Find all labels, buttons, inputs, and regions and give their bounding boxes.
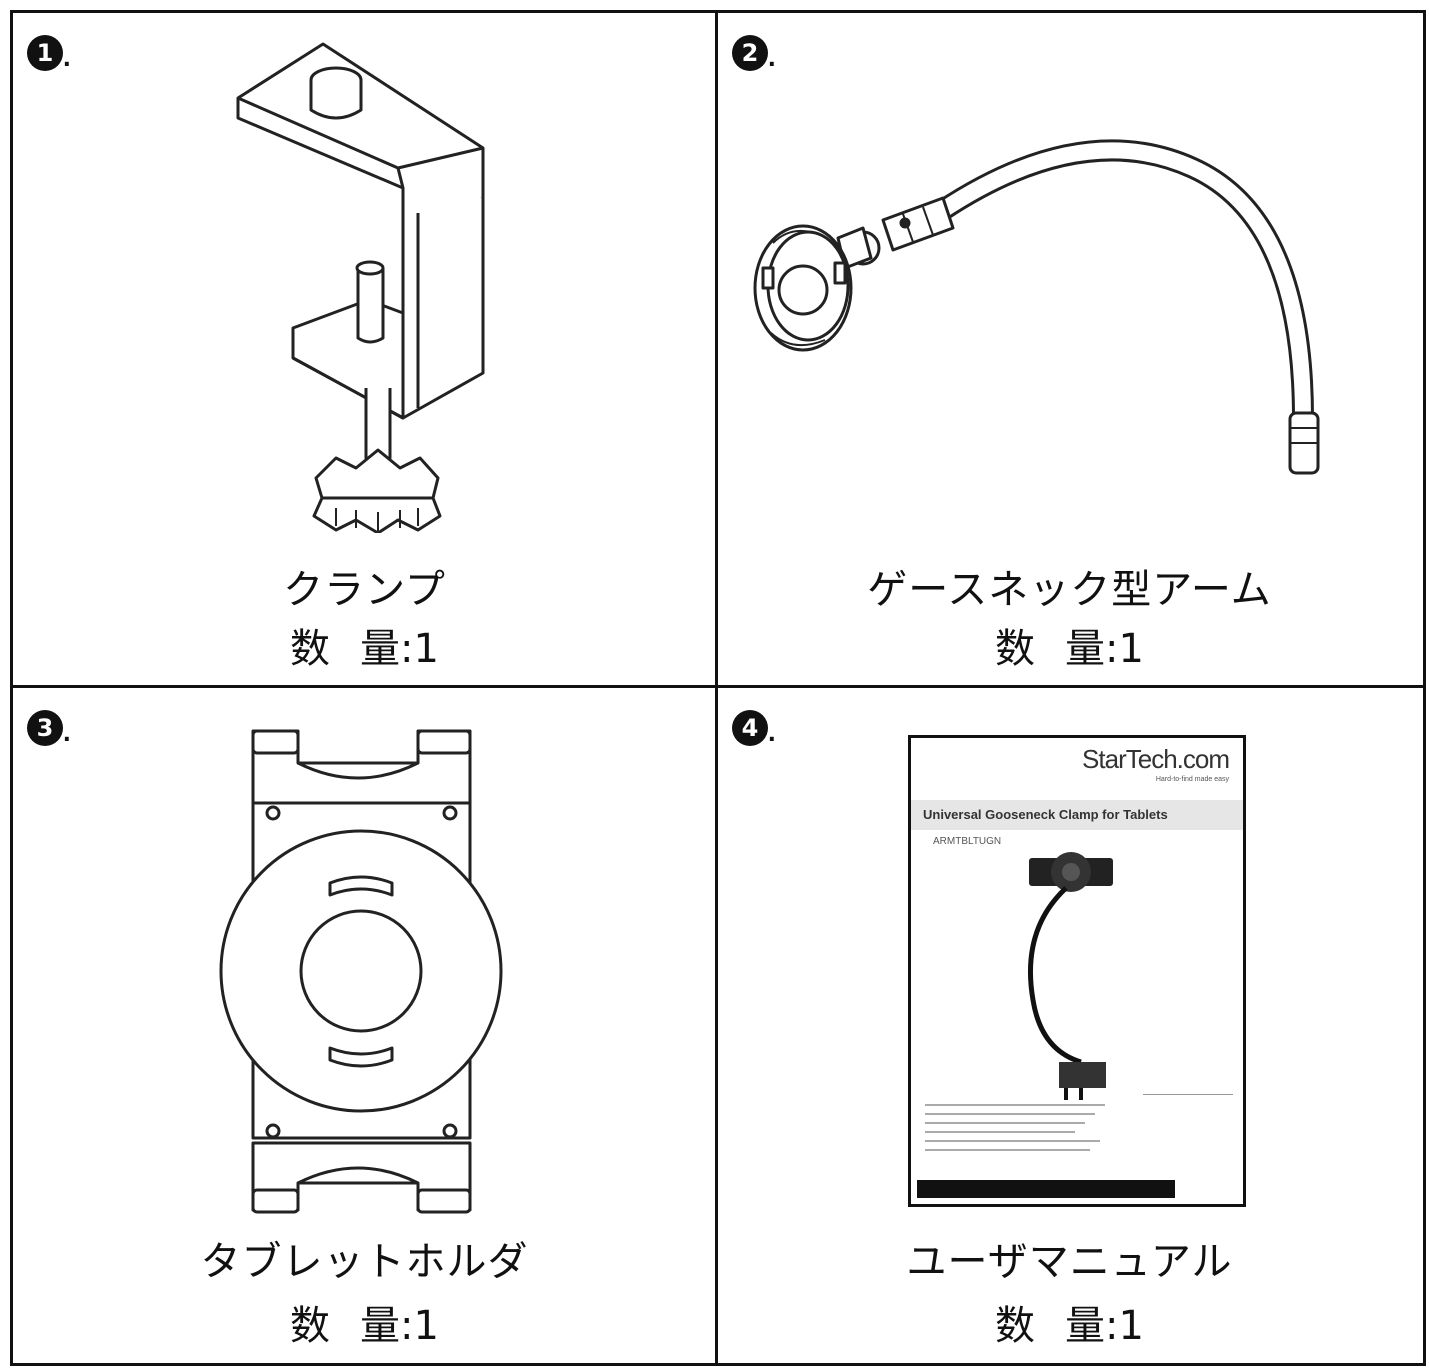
quantity-value: :1 [1105,1303,1144,1349]
manual-model: ARMTBLTUGN [933,836,1002,847]
part-cell-4: 4. StarTech.com Hard-to-find made easy U… [718,688,1421,1360]
part-name: タブレットホルダ [200,1239,529,1285]
part-number-badge: 4. [732,710,776,746]
part-cell-1: 1. クランプ 数量:1 [13,13,716,685]
quantity-label-a: 数 [290,626,331,672]
part-number-badge: 3. [27,710,71,746]
manual-title: Universal Gooseneck Clamp for Tablets [923,807,1168,822]
part-number-badge: 1. [27,35,71,71]
part-name: ユーザマニュアル [906,1239,1233,1285]
manual-footer-band [917,1180,1175,1198]
gooseneck-arm-icon [753,139,1320,475]
manual-brand: StarTech.com [1082,744,1230,774]
part-cell-2: 2. ゲースネック型アーム 数量:1 [718,13,1421,685]
part-number-badge: 2. [732,35,776,71]
quantity-label-b: 量 [1065,1303,1106,1349]
part-quantity: 数量:1 [13,625,716,673]
part-quantity: 数量:1 [718,1302,1421,1350]
gooseneck-clamp-photo-icon [1028,852,1113,1100]
quantity-label-b: 量 [360,626,401,672]
quantity-value: :1 [1105,626,1144,672]
part-number: 3 [36,714,54,742]
quantity-label-a: 数 [995,1303,1036,1349]
part-name: クランプ [283,567,446,613]
manual-title-band [911,800,1243,830]
part-quantity: 数量:1 [718,625,1421,673]
part-cell-3: 3. タブレットホルダ 数量:1 [13,688,716,1360]
part-number: 4 [741,714,759,742]
clamp-icon [236,42,485,533]
manual-tagline: Hard-to-find made easy [1155,776,1229,783]
manual-language-lines [925,1100,1115,1158]
grid-divider-horizontal [10,685,1426,688]
grid-divider-vertical [715,10,718,1366]
manual-rule [1143,1094,1233,1095]
user-manual-icon: StarTech.com Hard-to-find made easy Univ… [908,735,1246,1207]
quantity-label-b: 量 [1065,626,1106,672]
part-number: 2 [741,39,759,67]
quantity-label-a: 数 [995,626,1036,672]
quantity-value: :1 [400,1303,439,1349]
quantity-label-b: 量 [360,1303,401,1349]
quantity-label-a: 数 [290,1303,331,1349]
part-number: 1 [36,39,54,67]
part-quantity: 数量:1 [13,1302,716,1350]
parts-grid [10,10,1426,1366]
tablet-holder-icon [219,729,503,1214]
part-name: ゲースネック型アーム [867,567,1272,613]
quantity-value: :1 [400,626,439,672]
